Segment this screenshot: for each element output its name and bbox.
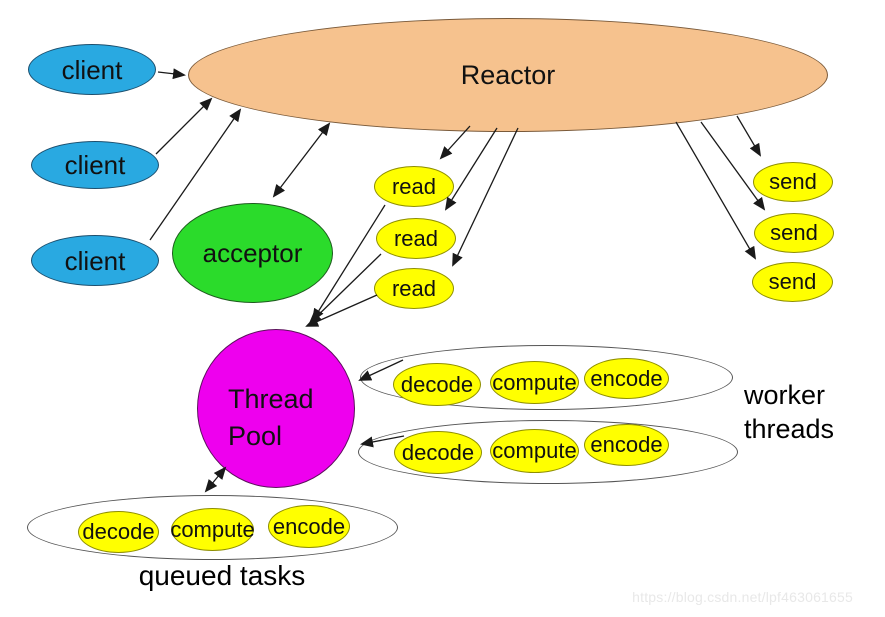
arrow-client1-to-reactor [157, 68, 186, 80]
node-send-1: send [753, 162, 833, 202]
node-read-3-label: read [391, 275, 437, 301]
task-compute-w1: compute [490, 361, 579, 404]
task-decode-queue: decode [78, 511, 159, 553]
worker-thread-group-1: decode compute encode [360, 345, 733, 410]
task-decode-w1: decode [393, 363, 481, 406]
arrow-reactor-to-send3 [675, 121, 757, 260]
arrow-thread-pool-queue-bidirectional [204, 466, 227, 493]
arrow-read3-to-thread-pool [305, 294, 378, 327]
arrow-reactor-to-read2 [444, 127, 498, 211]
node-thread-pool: Thread Pool [197, 329, 355, 488]
node-send-3-label: send [768, 269, 817, 294]
node-read-1-label: read [391, 173, 437, 199]
arrow-reactor-to-send2 [700, 121, 766, 211]
queued-tasks-group: decode compute encode [27, 495, 398, 560]
task-compute-queue: compute [170, 508, 255, 551]
arrow-reactor-to-send1 [736, 115, 762, 157]
node-read-2: read [376, 218, 456, 259]
task-encode-w1: encode [584, 358, 669, 399]
task-compute-w2: compute [490, 429, 579, 473]
node-send-3: send [752, 262, 833, 302]
task-decode-w2: decode [394, 431, 482, 474]
watermark-text: https://blog.csdn.net/lpf463061655 [632, 589, 853, 605]
node-send-2: send [754, 213, 834, 253]
node-read-3: read [374, 268, 454, 309]
arrow-reactor-acceptor-bidirectional [272, 122, 331, 198]
node-read-2-label: read [393, 225, 439, 251]
worker-thread-group-2: decode compute encode [358, 420, 738, 484]
task-encode-queue: encode [268, 505, 350, 548]
arrow-client2-to-reactor [155, 97, 213, 155]
node-send-1-label: send [769, 169, 817, 194]
arrow-reactor-to-read3 [452, 127, 519, 267]
node-client-3-label: client [64, 245, 126, 276]
node-acceptor-label: acceptor [202, 238, 303, 268]
node-reactor-label: Reactor [460, 59, 556, 90]
node-read-1: read [374, 166, 454, 207]
label-queued-tasks: queued tasks [138, 560, 306, 591]
node-client-1: client [28, 44, 156, 95]
node-client-2: client [31, 141, 159, 189]
node-send-2-label: send [770, 220, 818, 245]
node-client-3: client [31, 235, 159, 286]
node-reactor: Reactor [188, 18, 828, 132]
node-client-2-label: client [64, 150, 126, 180]
task-encode-w2: encode [584, 424, 669, 466]
node-client-1-label: client [61, 54, 123, 85]
node-thread-pool-label: Thread Pool [228, 384, 314, 451]
label-worker-threads: worker threads [744, 380, 835, 444]
node-acceptor: acceptor [172, 203, 333, 303]
